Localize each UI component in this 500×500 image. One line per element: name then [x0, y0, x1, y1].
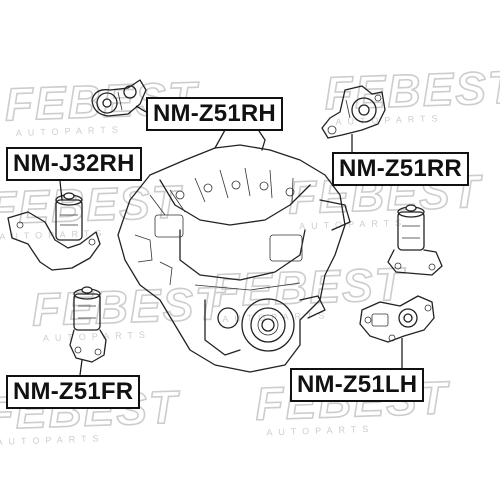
- mount-right-drawing: [387, 204, 443, 276]
- watermark-subtitle: AUTOPARTS: [43, 330, 151, 344]
- watermark-subtitle: AUTOPARTS: [0, 228, 108, 242]
- leader-line-j32rh: [59, 180, 63, 201]
- leader-line-z51rh: [135, 105, 147, 113]
- mount-z51fr-drawing: [69, 286, 107, 363]
- watermark-subtitle: AUTOPARTS: [266, 424, 374, 438]
- part-number-label-z51fr: NM-Z51FR: [6, 375, 141, 409]
- mount-j32rh-drawing: [7, 192, 101, 271]
- watermark-subtitle: AUTOPARTS: [335, 113, 443, 127]
- engine-block-drawing: [117, 111, 351, 373]
- watermark-subtitle: AUTOPARTS: [299, 218, 407, 232]
- watermark-subtitle: AUTOPARTS: [222, 310, 330, 324]
- part-number-label-z51lh: NM-Z51LH: [290, 368, 425, 402]
- mount-z51rr-drawing: [321, 85, 386, 139]
- part-number-label-z51rr: NM-Z51RR: [332, 152, 469, 186]
- watermark-text: FEBEST: [0, 175, 185, 234]
- part-number-label-z51rh: NM-Z51RH: [146, 97, 283, 131]
- watermark-text: FEBEST: [31, 277, 228, 336]
- leader-line-z51fr: [79, 359, 83, 376]
- part-number-label-j32rh: NM-J32RH: [6, 147, 142, 181]
- watermark-subtitle: AUTOPARTS: [16, 124, 124, 138]
- mount-z51lh-drawing: [359, 295, 435, 343]
- watermark-subtitle: AUTOPARTS: [0, 433, 105, 447]
- watermark-text: FEBEST: [210, 258, 407, 317]
- watermark-text: FEBEST: [324, 60, 500, 119]
- mount-z51rh-drawing: [91, 79, 147, 117]
